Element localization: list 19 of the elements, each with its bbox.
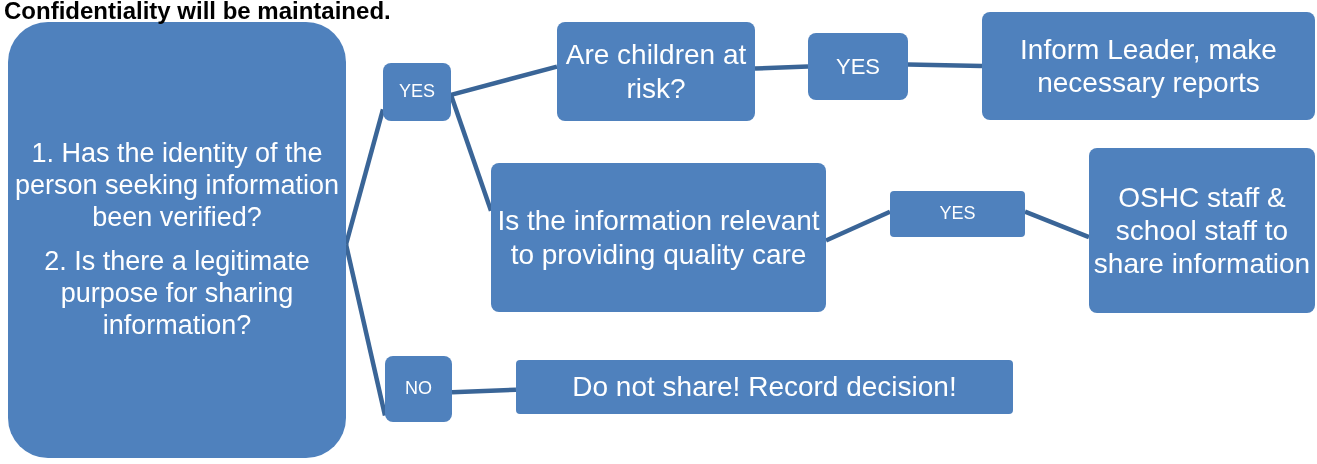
connector-line (825, 209, 891, 243)
connector-line (754, 64, 809, 71)
process-box: Are children at risk? (557, 22, 755, 121)
box-text: 2. Is there a legitimate purpose for sharing information? (43, 246, 311, 342)
process-box: YES (383, 63, 451, 121)
connector-line (907, 62, 983, 69)
process-box: Do not share! Record decision! (516, 360, 1013, 414)
process-box: OSHC staff & school staff to share information (1089, 148, 1315, 313)
connector-line (450, 64, 558, 98)
process-box: YES (890, 191, 1025, 237)
process-box: Is the information relevant to providing quality care (491, 163, 826, 312)
connector-line (451, 387, 517, 395)
process-box (8, 22, 346, 458)
process-box: Inform Leader, make necessary reports (982, 12, 1315, 120)
process-box: NO (385, 356, 452, 422)
process-box: YES (808, 33, 908, 100)
note-text: Confidentiality will be maintained. (4, 0, 391, 25)
connector-line (1024, 209, 1090, 240)
box-text: 1. Has the identity of the person seeking information been verified? (13, 138, 341, 234)
